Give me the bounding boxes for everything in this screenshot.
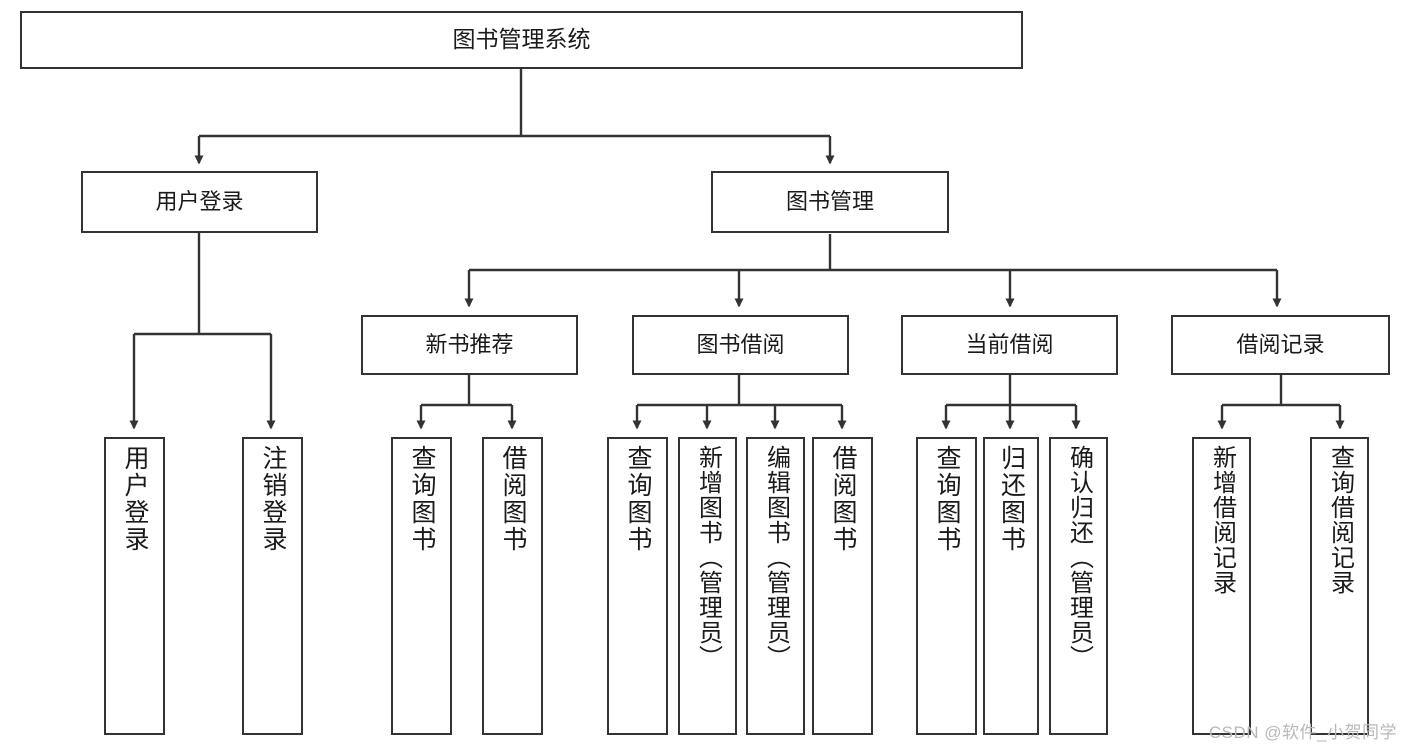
csdn-watermark: CSDN @软件_小贺同学 xyxy=(1208,723,1397,742)
node-label: 注销登录 xyxy=(259,445,287,553)
node-label: 用户登录 xyxy=(121,445,149,553)
node-label: 查询图书 xyxy=(408,445,436,553)
leaf-borrow-record-query[interactable]: 查询借阅记录 xyxy=(1310,437,1369,735)
leaf-book-borrow-query[interactable]: 查询图书 xyxy=(607,437,668,735)
leaf-current-borrow-query[interactable]: 查询图书 xyxy=(916,437,977,735)
node-root-book-management-system[interactable]: 图书管理系统 xyxy=(20,11,1023,69)
node-label: 借阅记录 xyxy=(1236,332,1325,358)
leaf-book-borrow-edit-admin[interactable]: 编辑图书（管理员） xyxy=(746,437,805,735)
node-label: 当前借阅 xyxy=(965,332,1054,358)
node-label: 编辑图书（管理员） xyxy=(762,445,790,670)
leaf-user-login-signout[interactable]: 注销登录 xyxy=(242,437,303,735)
node-new-book-recommend[interactable]: 新书推荐 xyxy=(361,315,578,375)
node-label: 新增图书（管理员） xyxy=(694,445,722,670)
leaf-book-borrow-add-admin[interactable]: 新增图书（管理员） xyxy=(678,437,737,735)
node-label: 图书管理 xyxy=(785,189,874,215)
leaf-new-book-borrow[interactable]: 借阅图书 xyxy=(482,437,543,735)
leaf-book-borrow-borrow[interactable]: 借阅图书 xyxy=(812,437,873,735)
node-label: 归还图书 xyxy=(997,445,1026,553)
node-borrow-record[interactable]: 借阅记录 xyxy=(1171,315,1390,375)
node-label: 查询图书 xyxy=(624,445,652,553)
node-label: 图书借阅 xyxy=(696,332,785,358)
leaf-borrow-record-add[interactable]: 新增借阅记录 xyxy=(1192,437,1251,735)
node-label: 图书管理系统 xyxy=(452,26,591,53)
node-label: 查询借阅记录 xyxy=(1326,445,1354,595)
node-label: 新书推荐 xyxy=(425,332,514,358)
leaf-user-login-signin[interactable]: 用户登录 xyxy=(104,437,165,735)
leaf-current-borrow-return[interactable]: 归还图书 xyxy=(983,437,1039,735)
node-label: 确认归还（管理员） xyxy=(1065,445,1093,670)
node-label: 查询图书 xyxy=(933,445,961,553)
node-book-borrow[interactable]: 图书借阅 xyxy=(632,315,849,375)
node-label: 借阅图书 xyxy=(499,445,527,553)
leaf-new-book-query[interactable]: 查询图书 xyxy=(391,437,452,735)
node-book-management[interactable]: 图书管理 xyxy=(711,171,949,233)
node-user-login[interactable]: 用户登录 xyxy=(81,171,318,233)
leaf-current-borrow-confirm-return-admin[interactable]: 确认归还（管理员） xyxy=(1049,437,1108,735)
node-label: 用户登录 xyxy=(155,189,244,215)
node-label: 新增借阅记录 xyxy=(1208,445,1236,595)
node-label: 借阅图书 xyxy=(829,445,857,553)
node-current-borrow[interactable]: 当前借阅 xyxy=(901,315,1118,375)
